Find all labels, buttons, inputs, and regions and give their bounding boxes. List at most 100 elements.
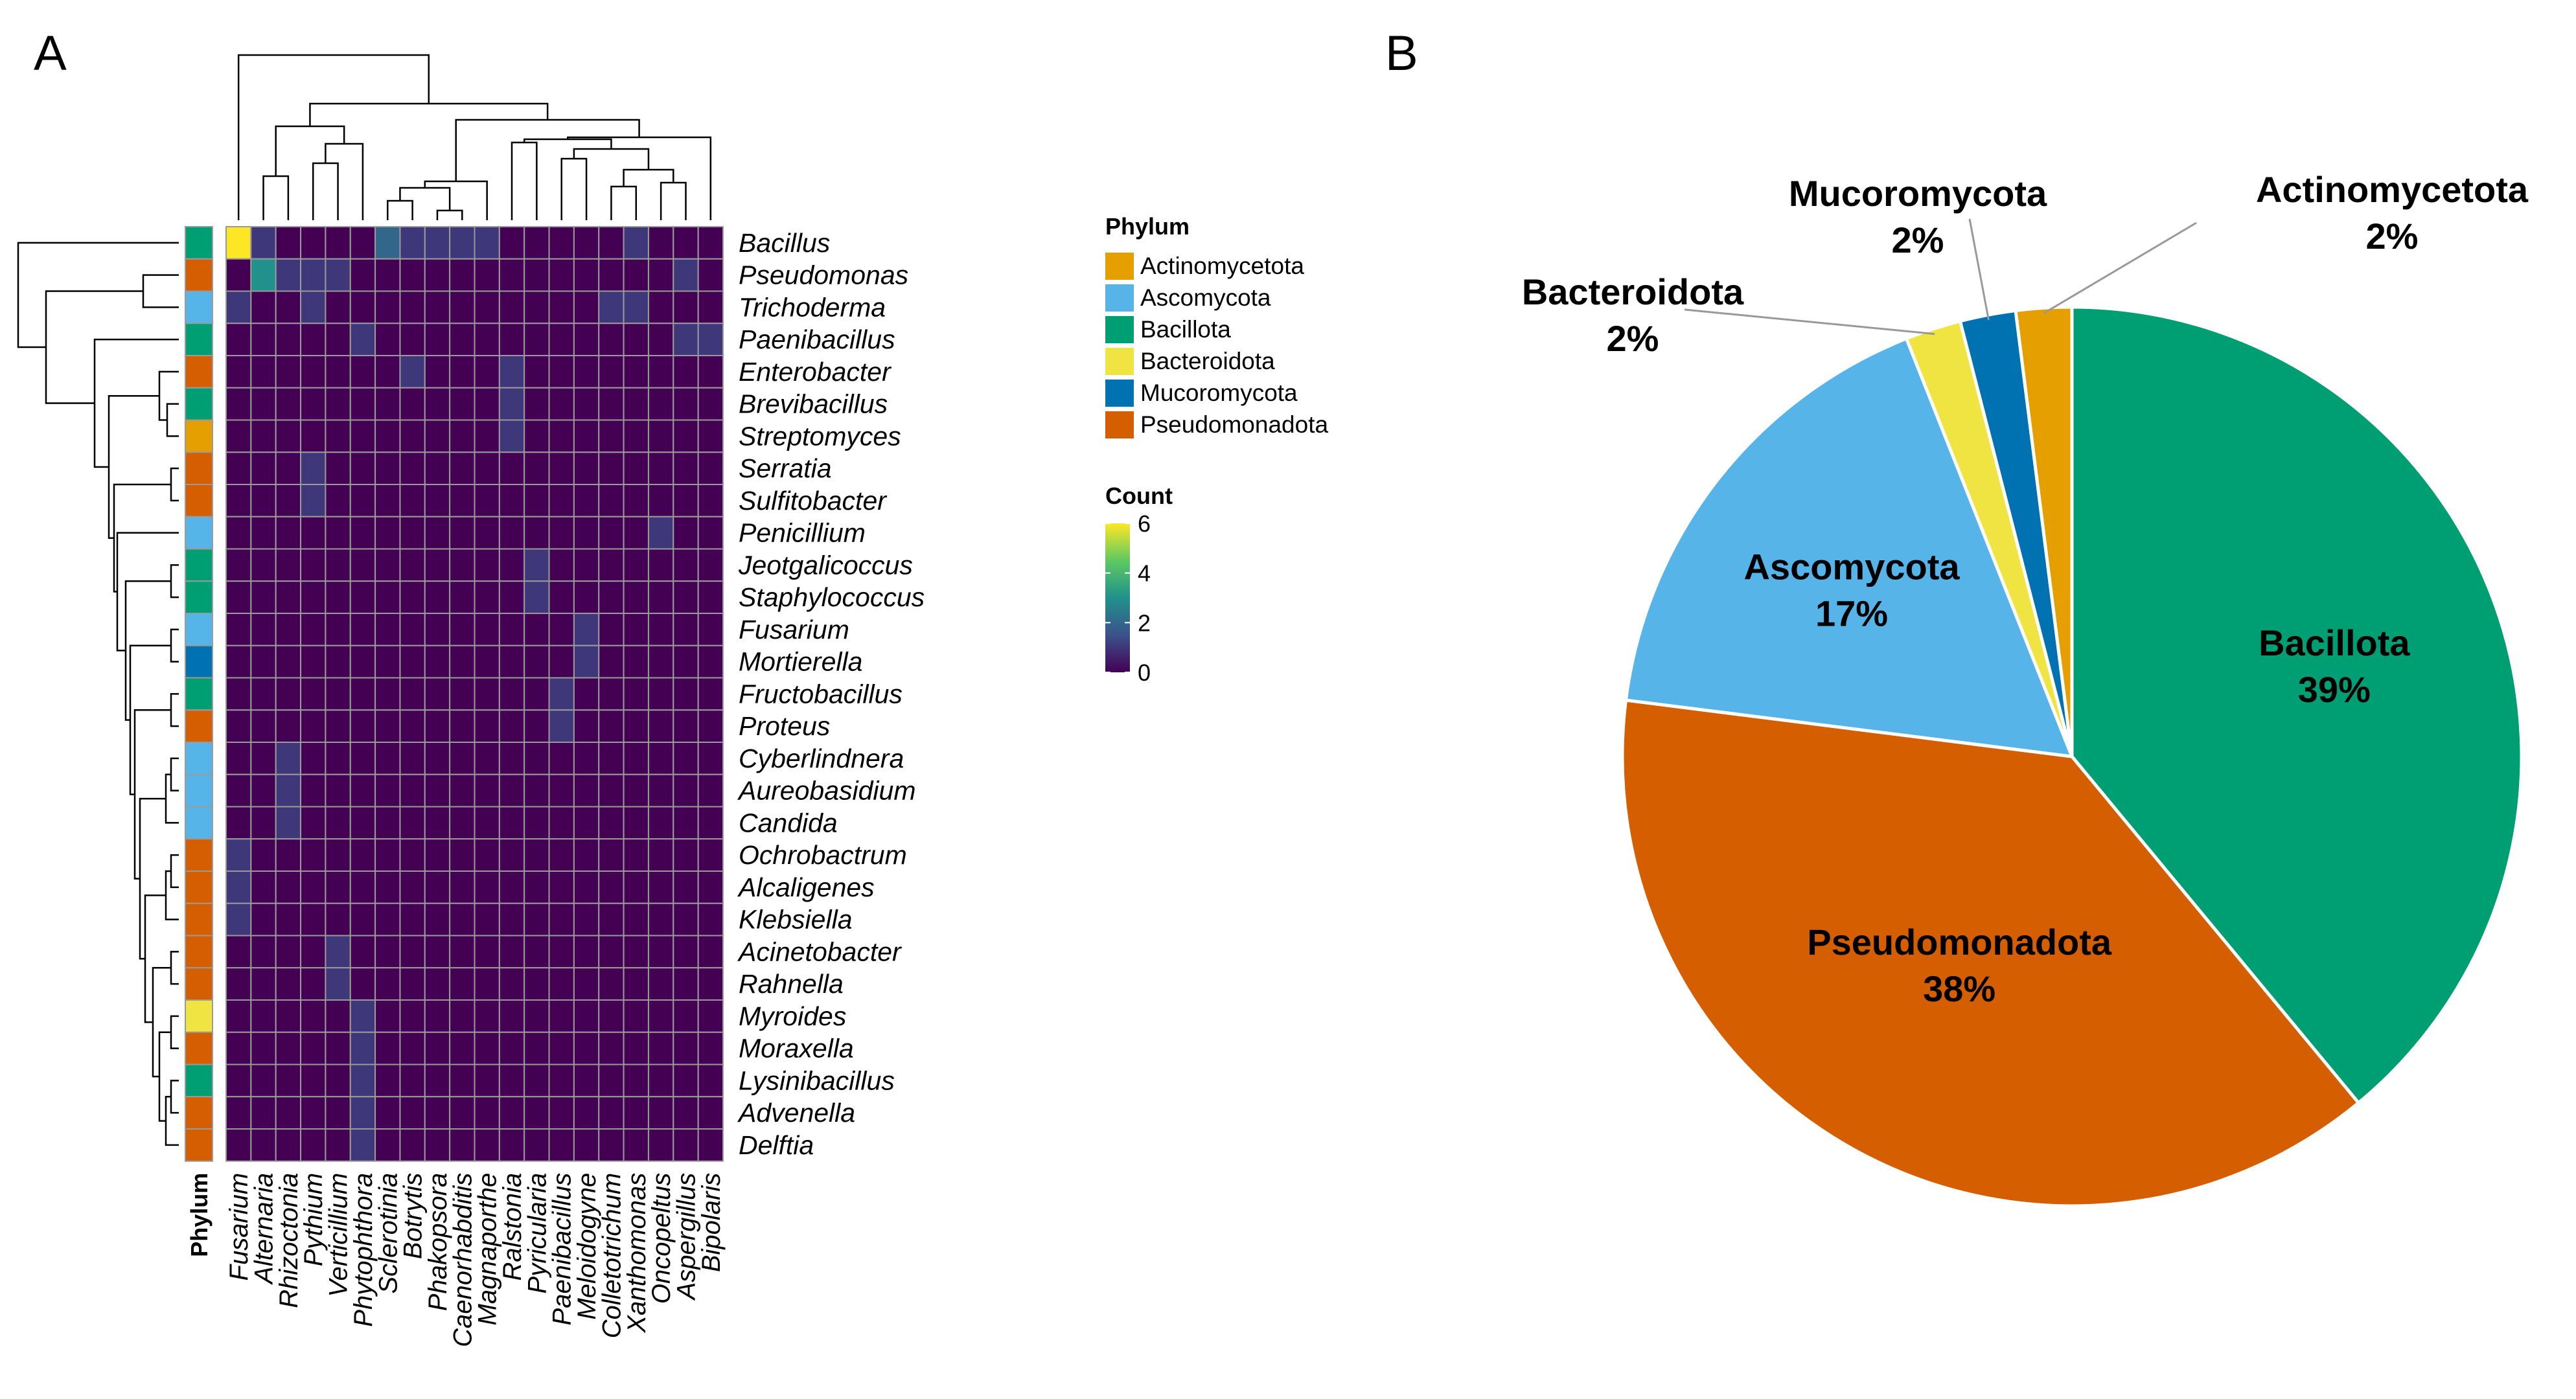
cell-staphylococcus-sclerotinia <box>374 580 401 614</box>
cell-klebsiella-rhizoctonia <box>275 902 302 937</box>
cell-klebsiella-meloidogyne <box>573 902 600 937</box>
cell-rahnella-pyricularia <box>523 967 550 1001</box>
cell-staphylococcus-xanthomonas <box>623 580 649 614</box>
cell-enterobacter-paenibacillus <box>548 355 575 389</box>
cell-klebsiella-xanthomonas <box>623 902 649 937</box>
cell-serratia-xanthomonas <box>623 451 649 485</box>
cell-enterobacter-phakopsora <box>424 355 451 389</box>
cell-jeotgalicoccus-sclerotinia <box>374 548 401 582</box>
cell-serratia-sclerotinia <box>374 451 401 485</box>
cell-paenibacillus-phakopsora <box>424 323 451 356</box>
cell-sulfitobacter-oncopeltus <box>647 484 674 518</box>
pie-label-bacillota: Bacillota <box>2259 622 2410 663</box>
cell-penicillium-magnaporthe <box>474 516 500 550</box>
cell-moraxella-pyricularia <box>523 1031 550 1065</box>
cell-brevibacillus-botrytis <box>399 387 426 421</box>
column-label: Xanthomonas <box>623 1173 651 1334</box>
annotation-staphylococcus <box>185 580 213 614</box>
cell-paenibacillus-sclerotinia <box>374 323 401 356</box>
cell-proteus-sclerotinia <box>374 709 401 743</box>
cell-paenibacillus-ralstonia <box>498 323 525 356</box>
cell-enterobacter-rhizoctonia <box>275 355 302 389</box>
cell-serratia-colletotrichum <box>598 451 625 485</box>
cell-acinetobacter-botrytis <box>399 935 426 969</box>
cell-enterobacter-aspergillus <box>673 355 699 389</box>
cell-penicillium-pyricularia <box>523 516 550 550</box>
cell-klebsiella-colletotrichum <box>598 902 625 937</box>
cell-candida-colletotrichum <box>598 806 625 840</box>
cell-jeotgalicoccus-colletotrichum <box>598 548 625 582</box>
cell-candida-rhizoctonia <box>275 806 302 840</box>
cell-acinetobacter-pythium <box>300 935 327 969</box>
cell-cyberlindnera-phakopsora <box>424 742 451 775</box>
cell-advenella-phytophthora <box>349 1096 376 1130</box>
cell-sulfitobacter-caenorhabditis <box>449 484 476 518</box>
column-label: Aspergillus <box>672 1173 700 1301</box>
cell-candida-paenibacillus <box>548 806 575 840</box>
legend-label-bacillota: Bacillota <box>1140 316 1231 343</box>
cell-enterobacter-pyricularia <box>523 355 550 389</box>
cell-pseudomonas-caenorhabditis <box>449 258 476 292</box>
cell-myroides-magnaporthe <box>474 999 500 1033</box>
cell-myroides-oncopeltus <box>647 999 674 1033</box>
cell-pseudomonas-phytophthora <box>349 258 376 292</box>
cell-streptomyces-verticillium <box>325 419 351 453</box>
cell-paenibacillus-meloidogyne <box>573 323 600 356</box>
row-dendrogram-branch <box>170 628 179 663</box>
cell-aureobasidium-oncopeltus <box>647 773 674 808</box>
cell-acinetobacter-meloidogyne <box>573 935 600 969</box>
row-label: Jeotgalicoccus <box>738 550 913 580</box>
cell-mortierella-pythium <box>300 644 327 679</box>
cell-proteus-rhizoctonia <box>275 709 302 743</box>
cell-proteus-fusarium <box>225 709 252 743</box>
column-dendrogram-branch <box>309 102 549 126</box>
cell-penicillium-alternaria <box>250 516 277 550</box>
column-label: Caenorhabditis <box>448 1173 477 1347</box>
cell-brevibacillus-alternaria <box>250 387 277 421</box>
row-label: Acinetobacter <box>737 937 903 966</box>
row-dendrogram-branch <box>165 1096 179 1146</box>
legend-label-ascomycota: Ascomycota <box>1140 284 1271 311</box>
cell-lysinibacillus-pyricularia <box>523 1063 550 1098</box>
cell-fusarium-paenibacillus <box>548 613 575 646</box>
cell-myroides-fusarium <box>225 999 252 1033</box>
cell-penicillium-fusarium <box>225 516 252 550</box>
cell-streptomyces-rhizoctonia <box>275 419 302 453</box>
column-label: Colletotrichum <box>597 1173 626 1339</box>
cell-acinetobacter-oncopeltus <box>647 935 674 969</box>
cell-cyberlindnera-caenorhabditis <box>449 742 476 775</box>
cell-enterobacter-bipolaris <box>697 355 724 389</box>
annotation-alcaligenes <box>185 870 213 904</box>
cell-myroides-sclerotinia <box>374 999 401 1033</box>
cell-penicillium-phytophthora <box>349 516 376 550</box>
cell-bacillus-verticillium <box>325 226 351 260</box>
cell-pseudomonas-ralstonia <box>498 258 525 292</box>
row-dendrogram-branch <box>144 894 166 1023</box>
cell-sulfitobacter-fusarium <box>225 484 252 518</box>
cell-fructobacillus-pyricularia <box>523 677 550 711</box>
cell-advenella-oncopeltus <box>647 1096 674 1130</box>
cell-sulfitobacter-phakopsora <box>424 484 451 518</box>
annotation-enterobacter <box>185 355 213 389</box>
cell-pseudomonas-fusarium <box>225 258 252 292</box>
cell-proteus-paenibacillus <box>548 709 575 743</box>
cell-cyberlindnera-fusarium <box>225 742 252 775</box>
cell-alcaligenes-colletotrichum <box>598 870 625 904</box>
annotation-jeotgalicoccus <box>185 548 213 582</box>
cell-aureobasidium-magnaporthe <box>474 773 500 808</box>
column-dendrogram-branch <box>560 157 588 220</box>
column-dendrogram-branch <box>455 119 640 181</box>
annotation-streptomyces <box>185 419 213 453</box>
cell-jeotgalicoccus-phakopsora <box>424 548 451 582</box>
cell-cyberlindnera-magnaporthe <box>474 742 500 775</box>
cell-myroides-phakopsora <box>424 999 451 1033</box>
cell-delftia-fusarium <box>225 1128 252 1162</box>
cell-rahnella-xanthomonas <box>623 967 649 1001</box>
pie-leader-mucoromycota <box>1968 218 1990 321</box>
row-dendrogram-branch <box>158 370 179 421</box>
cell-rahnella-phakopsora <box>424 967 451 1001</box>
cell-jeotgalicoccus-alternaria <box>250 548 277 582</box>
column-label: Rhizoctonia <box>275 1173 303 1308</box>
cell-myroides-verticillium <box>325 999 351 1033</box>
cell-fusarium-sclerotinia <box>374 613 401 646</box>
